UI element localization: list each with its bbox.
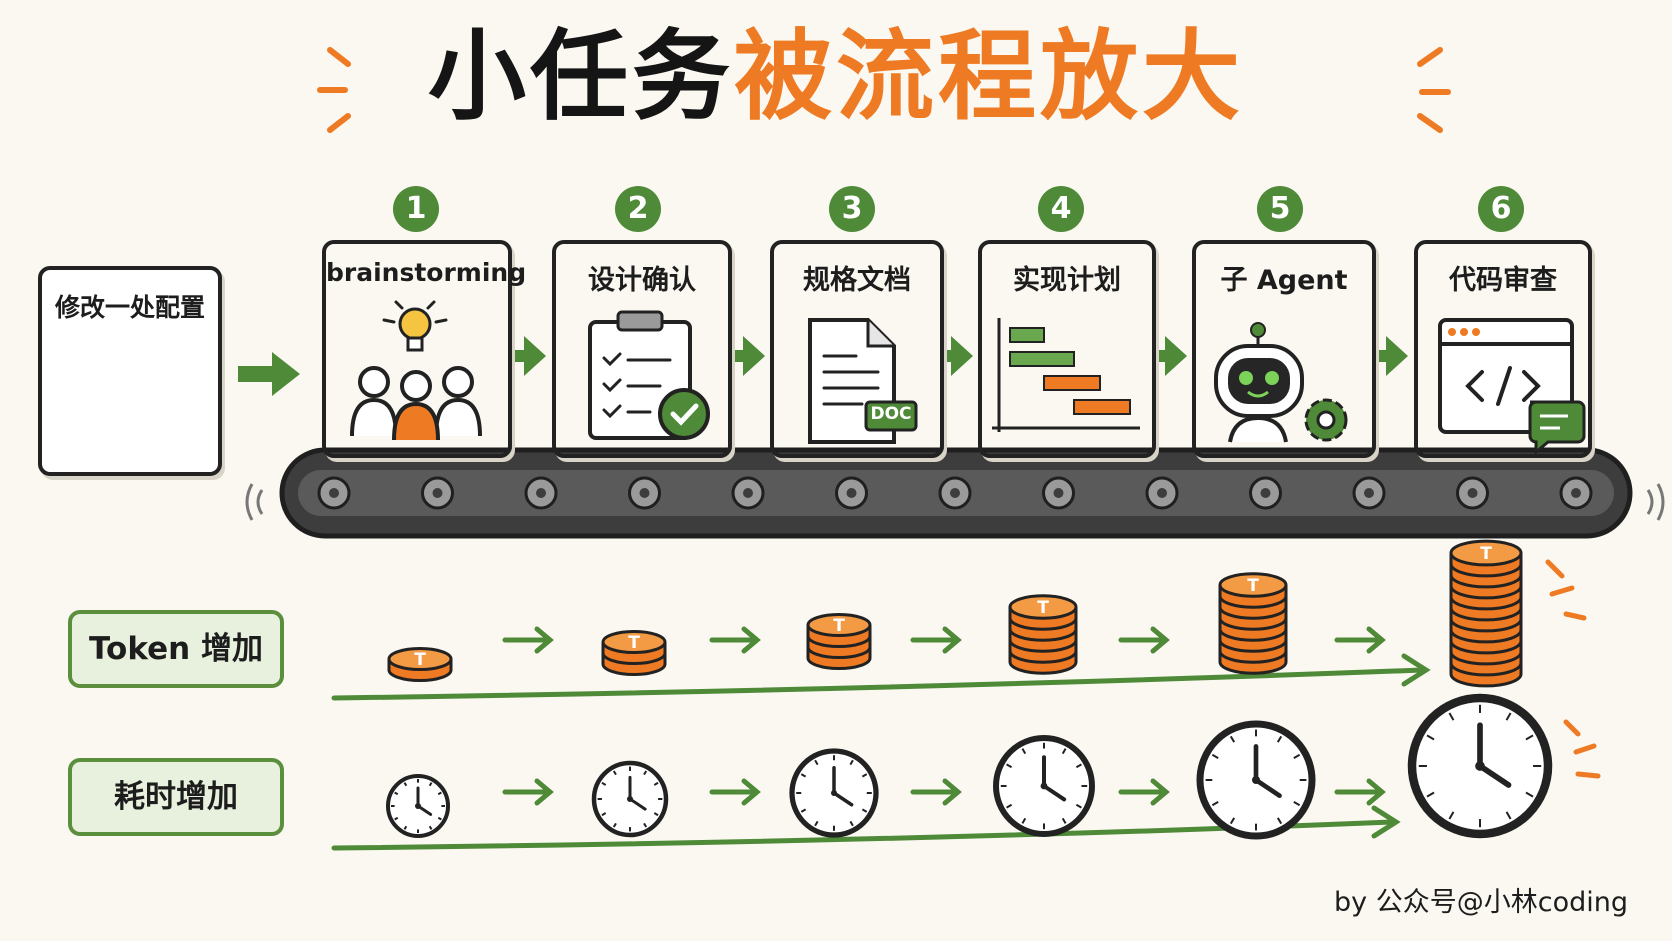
coin-letter: T <box>1480 544 1492 564</box>
step-label-2: 设计确认 <box>588 265 696 296</box>
belt-roller <box>524 476 558 510</box>
token-step-arrow <box>1334 626 1386 654</box>
coin-stack: T <box>1008 594 1078 675</box>
title-part-black: 小任务 <box>427 20 734 134</box>
conveyor-belt <box>245 447 1665 539</box>
chat-bubble-icon <box>1528 400 1586 456</box>
step-label-4: 实现计划 <box>1013 265 1121 296</box>
coin-letter: T <box>1247 576 1259 596</box>
step-card-impl-plan: 实现计划 <box>978 240 1156 458</box>
coin-letter: T <box>1037 598 1049 618</box>
token-increase-label: Token 增加 <box>68 610 284 688</box>
coin-letter: T <box>833 616 845 636</box>
step-label-1: brainstorming <box>326 258 527 287</box>
title-part-orange: 被流程放大 <box>734 20 1245 134</box>
clock-sparks <box>1563 719 1601 779</box>
step-label-3: 规格文档 <box>803 265 911 296</box>
coin-stack: T <box>1449 539 1523 688</box>
time-step-arrow <box>709 778 761 806</box>
step-number-1: 1 <box>393 186 439 232</box>
belt-roller <box>421 476 454 510</box>
belt-roller <box>317 476 351 510</box>
belt-roller <box>835 476 868 510</box>
step-card-design-confirm: 设计确认 <box>552 240 732 458</box>
belt-roller <box>628 476 661 510</box>
time-step-arrow <box>1118 778 1170 806</box>
time-step-arrow <box>910 778 962 806</box>
step-card-spec-doc: 规格文档 <box>770 240 944 458</box>
clock-icon <box>1407 693 1553 839</box>
belt-roller <box>1352 476 1386 510</box>
step-label-5: 子 Agent <box>1220 265 1348 296</box>
clock-icon <box>993 735 1095 837</box>
input-card-label: 修改一处配置 <box>54 293 205 322</box>
robot-icon <box>1214 322 1304 443</box>
motion-lines-right <box>1646 483 1665 521</box>
belt-roller <box>731 476 765 510</box>
gear-icon <box>1304 398 1348 442</box>
people-icon <box>350 366 482 441</box>
step-card-brainstorming: brainstorming <box>322 240 527 458</box>
step-number-2: 2 <box>615 186 661 232</box>
coin-stack: T <box>601 629 667 677</box>
clock-icon <box>591 760 669 838</box>
time-step-arrow <box>1334 778 1386 806</box>
step-card-code-review: 代码审查 <box>1414 240 1592 458</box>
belt-roller <box>1456 476 1489 510</box>
title-sparks-right <box>1417 47 1451 133</box>
clock-icon <box>1196 720 1316 840</box>
coin-letter: T <box>414 650 426 670</box>
belt-roller <box>1559 476 1593 510</box>
step-card-sub-agent: 子 Agent <box>1192 240 1376 458</box>
token-trend-arrow <box>331 667 1425 701</box>
belt-roller <box>938 476 972 510</box>
check-circle-icon <box>658 388 710 440</box>
lightbulb-icon <box>382 300 448 352</box>
token-step-arrow <box>1118 626 1170 654</box>
gantt-chart-icon <box>992 318 1140 432</box>
time-step-arrow <box>502 778 554 806</box>
clock-icon <box>386 774 450 838</box>
coin-stack: T <box>387 646 453 683</box>
flow-arrows <box>238 336 1408 396</box>
token-step-arrow <box>709 626 761 654</box>
page-title: 小任务被流程放大 <box>0 12 1672 142</box>
document-icon <box>808 318 918 444</box>
step-number-4: 4 <box>1038 186 1084 232</box>
token-step-arrow <box>502 626 554 654</box>
step-label-6: 代码审查 <box>1449 265 1557 296</box>
motion-lines-left <box>245 483 264 521</box>
belt-roller <box>1145 476 1179 510</box>
step-number-5: 5 <box>1257 186 1303 232</box>
coin-stack: T <box>806 612 872 671</box>
step-number-3: 3 <box>829 186 875 232</box>
input-card: 修改一处配置 <box>38 266 222 476</box>
step-number-6: 6 <box>1478 186 1524 232</box>
coin-sparks <box>1545 559 1587 621</box>
clock-icon <box>789 748 879 838</box>
doc-badge-label: DOC <box>870 404 912 424</box>
token-step-arrow <box>910 626 962 654</box>
belt-roller <box>1249 476 1282 510</box>
title-sparks-left <box>317 47 351 133</box>
time-increase-label: 耗时增加 <box>68 758 284 836</box>
belt-roller <box>1042 476 1075 510</box>
coin-stack: T <box>1218 572 1288 675</box>
author-credit: by 公众号@小林coding <box>1334 887 1628 918</box>
coin-letter: T <box>628 633 640 653</box>
